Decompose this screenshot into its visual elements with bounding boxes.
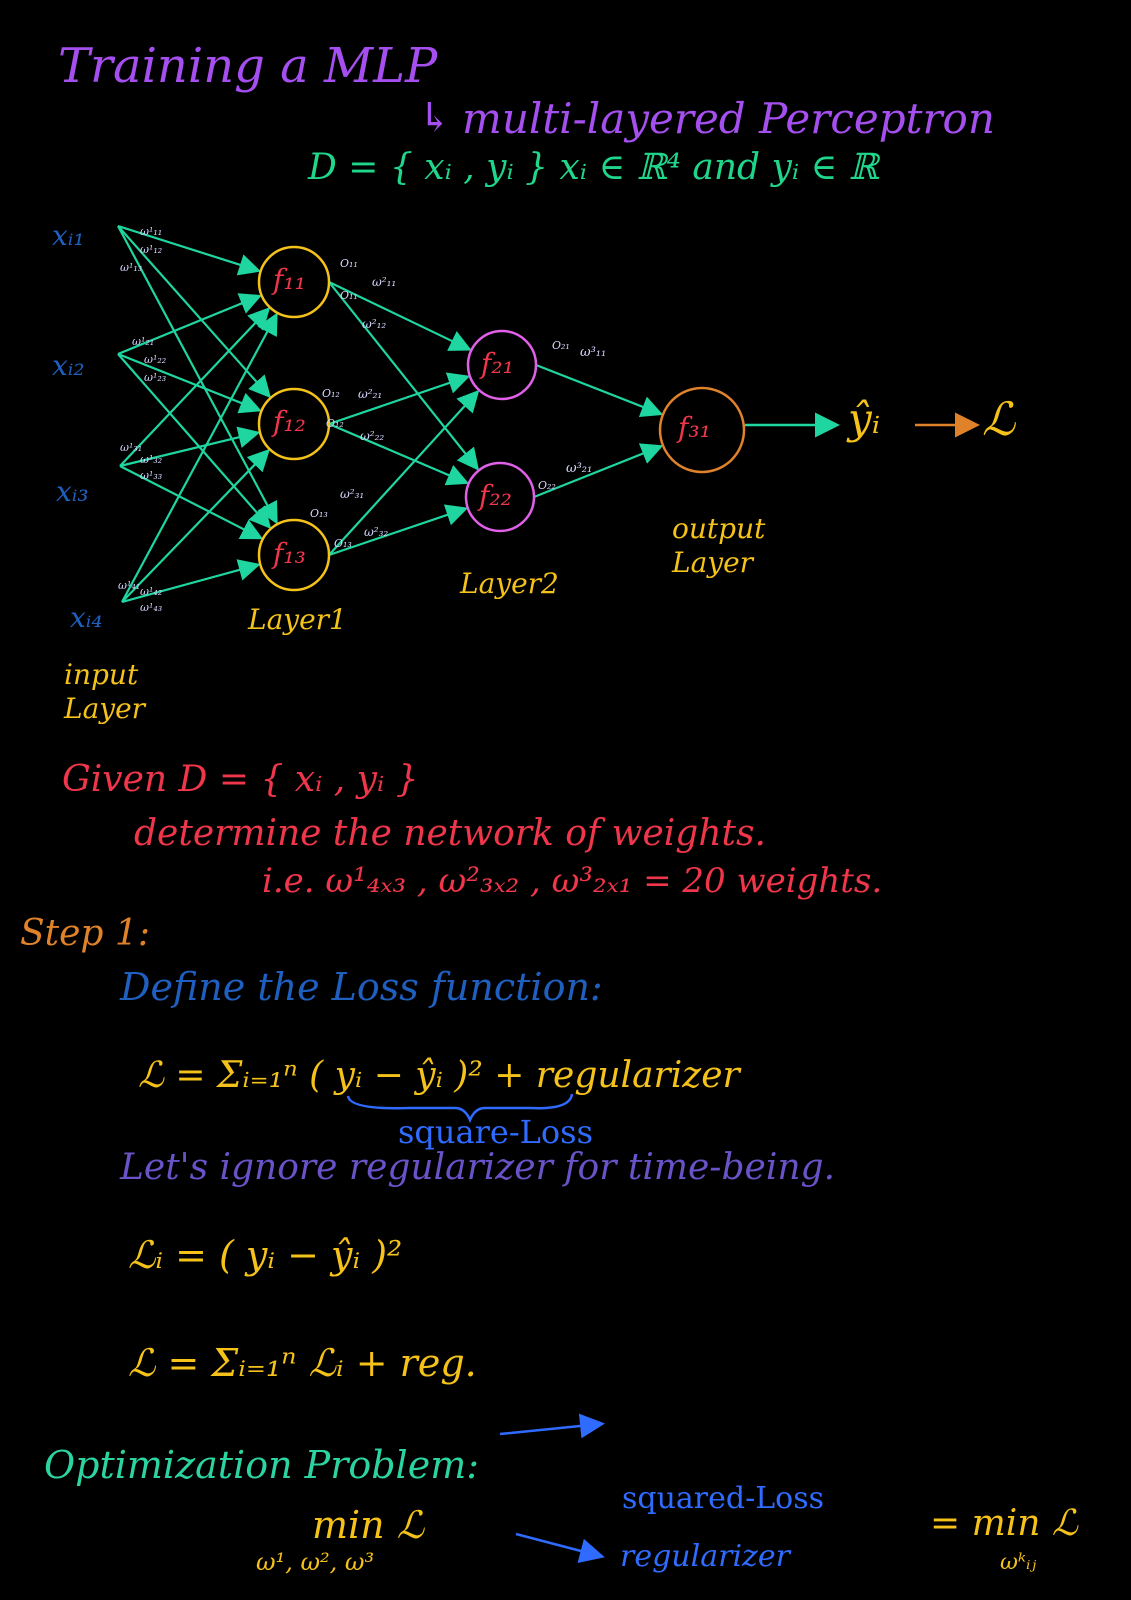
layer-label-2: Layer2	[460, 567, 559, 600]
edge-x1-f12	[117, 225, 272, 399]
input-x3: xᵢ₃	[56, 475, 89, 508]
edge-f22-f31	[533, 443, 664, 499]
w212: ω²₁₂	[362, 317, 387, 331]
edge-f11-f21	[328, 281, 472, 351]
w132: ω¹₃₂	[140, 453, 163, 466]
edge-f11-f22	[328, 281, 480, 471]
loss-equation: ℒ = Σᵢ₌₁ⁿ ( yᵢ − ŷᵢ )² + regularizer	[138, 1055, 740, 1096]
li-equation: ℒᵢ = ( yᵢ − ŷᵢ )²	[128, 1233, 403, 1277]
node-label-f31: f₃₁	[678, 411, 711, 444]
o22: O₂₂	[538, 479, 556, 492]
w112: ω¹₁₂	[140, 243, 163, 256]
node-label-f11: f₁₁	[273, 263, 306, 296]
dataset-definition: D = { xᵢ , yᵢ } xᵢ ∈ ℝ⁴ and yᵢ ∈ ℝ	[308, 147, 879, 188]
w221: ω²₂₁	[358, 387, 383, 401]
node-label-f13: f₁₃	[273, 537, 306, 570]
loss-symbol: ℒ	[982, 392, 1016, 446]
final-min: = min ℒ	[930, 1503, 1078, 1544]
node-f31	[658, 386, 746, 474]
w123: ω¹₂₃	[144, 371, 167, 384]
edge-x2-f12	[117, 352, 262, 414]
edge-x1-f11	[117, 224, 262, 276]
square-loss-label: square-Loss	[398, 1113, 593, 1151]
edge-x4-f12	[121, 448, 270, 603]
step-1: Step 1:	[20, 913, 150, 954]
regularizer-label: regularizer	[620, 1539, 790, 1574]
node-label-f21: f₂₁	[481, 347, 514, 380]
edge-x2-f13	[117, 353, 272, 529]
o21: O₂₁	[552, 339, 570, 352]
final-min-under: ωᵏᵢⱼ	[1000, 1550, 1037, 1575]
edge-x3-f12	[119, 426, 261, 468]
w211: ω²₁₁	[372, 275, 397, 289]
mlp-diagram	[117, 224, 980, 604]
input-x1: xᵢ₁	[52, 219, 85, 252]
layer-label-output: output Layer	[672, 512, 766, 579]
w121: ω¹₂₁	[132, 335, 155, 348]
given-line: Given D = { xᵢ , yᵢ }	[62, 759, 419, 800]
o11b: O₁₁	[340, 289, 358, 302]
node-f22	[464, 461, 536, 533]
w231: ω²₃₁	[340, 487, 365, 501]
o12b: O₁₂	[326, 417, 344, 430]
edge-x4-f13	[121, 559, 261, 604]
subtitle: multi-layered Perceptron	[462, 94, 995, 143]
w142: ω¹₄₂	[140, 585, 163, 598]
edge-f12-f21	[328, 372, 471, 426]
optimization-title: Optimization Problem:	[44, 1443, 480, 1487]
w133: ω¹₃₃	[140, 469, 163, 482]
edge-x2-f11	[117, 293, 262, 356]
node-f13	[257, 518, 331, 592]
edge-f12-f22	[328, 422, 470, 486]
node-f11	[257, 245, 331, 319]
o11a: O₁₁	[340, 257, 358, 270]
layer-label-input: input Layer	[64, 658, 146, 725]
edge-x3-f13	[119, 465, 264, 540]
page-title: Training a MLP	[58, 38, 438, 94]
opt-min: min ℒ	[312, 1503, 425, 1547]
weights-line: i.e. ω¹₄ₓ₃ , ω²₃ₓ₂ , ω³₂ₓ₁ = 20 weights.	[262, 861, 883, 901]
edge-x3-f11	[119, 307, 271, 467]
w122: ω¹₂₂	[144, 353, 167, 366]
layer-label-1: Layer1	[248, 603, 347, 636]
sum-equation: ℒ = Σᵢ₌₁ⁿ ℒᵢ + reg.	[128, 1341, 477, 1385]
o13b: O₁₃	[334, 537, 352, 550]
w311: ω³₁₁	[580, 345, 607, 360]
ignore-note: Let's ignore regularizer for time-being.	[120, 1147, 836, 1188]
input-x4: xᵢ₄	[70, 601, 103, 634]
input-x2: xᵢ₂	[52, 349, 85, 382]
w113: ω¹₁₃	[120, 261, 143, 274]
squared-loss-label: squared-Loss	[622, 1481, 825, 1516]
define-loss: Define the Loss function:	[120, 965, 603, 1009]
node-f12	[257, 387, 331, 461]
w143: ω¹₄₃	[140, 601, 163, 614]
opt-min-under: ω¹, ω², ω³	[256, 1548, 375, 1576]
y-hat: ŷᵢ	[848, 394, 881, 443]
node-label-f22: f₂₂	[479, 479, 512, 512]
w111: ω¹₁₁	[140, 225, 163, 238]
edge-x4-f11	[121, 312, 278, 603]
node-f21	[466, 329, 538, 401]
edge-f21-f31	[535, 363, 664, 418]
edge-f13-f22	[328, 504, 469, 557]
o12a: O₁₂	[322, 387, 340, 400]
w321: ω³₂₁	[566, 461, 593, 476]
node-label-f12: f₁₂	[273, 405, 306, 438]
edge-f13-f21	[328, 389, 480, 556]
w141: ω¹₄₁	[118, 579, 141, 592]
w222: ω²₂₂	[360, 429, 385, 443]
o13a: O₁₃	[310, 507, 328, 520]
w232: ω²₃₂	[364, 525, 389, 539]
w131: ω¹₃₁	[120, 441, 143, 454]
subtitle-arrow: ↳	[418, 95, 452, 141]
determine-line: determine the network of weights.	[134, 813, 766, 854]
